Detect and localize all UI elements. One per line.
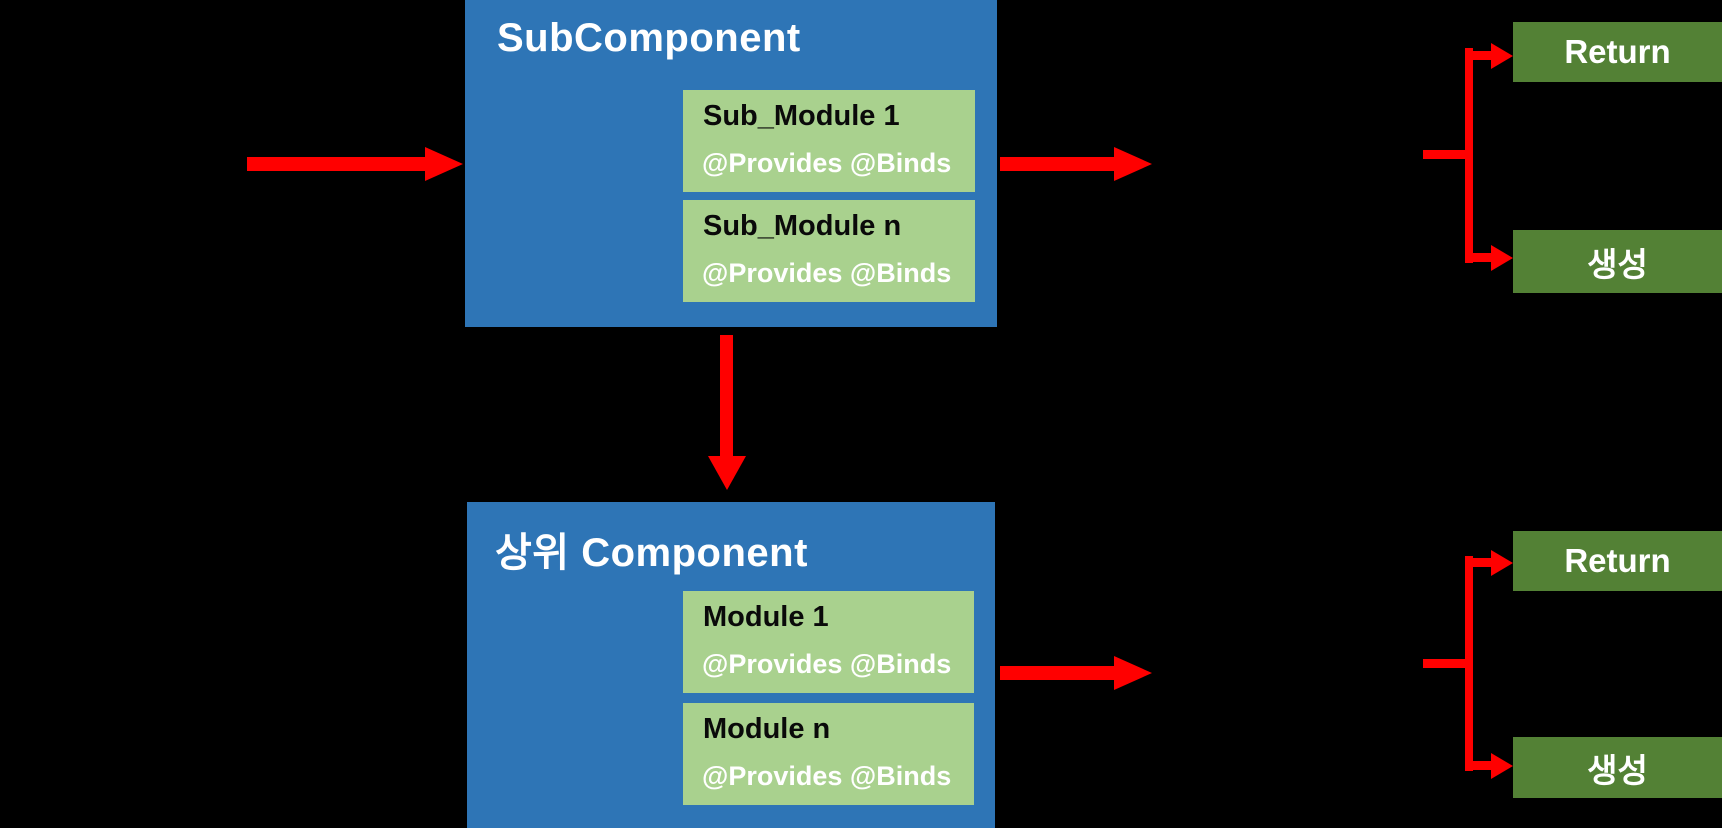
subcomponent-title: SubComponent [497,16,801,60]
bracket-stub [1423,659,1470,668]
arrow-head-right-icon [1491,245,1513,271]
subcomponent-return-box: Return [1513,22,1722,82]
sub-module-n-box: Sub_Module n @Provides @Binds [683,200,975,302]
parent-return-box: Return [1513,531,1722,591]
bracket-vertical [1465,556,1473,771]
arrow-shaft [720,335,733,458]
module-n-box: Module n @Provides @Binds [683,703,974,805]
arrow-shaft [247,157,425,171]
parent-component-box: 상위 Component Module 1 @Provides @Binds M… [467,502,995,828]
arrow-head-right-icon [425,147,463,181]
bracket-branch-bottom [1465,761,1493,770]
arrow-head-right-icon [1491,43,1513,69]
module-1-name: Module 1 [703,601,829,633]
bracket-vertical [1465,48,1473,263]
bracket-branch-top [1465,51,1493,60]
sub-module-1-annotations: @Provides @Binds [702,148,952,178]
subcomponent-create-box: 생성 [1513,230,1722,293]
module-1-box: Module 1 @Provides @Binds [683,591,974,693]
parent-component-title: 상위 Component [495,531,808,575]
arrow-shaft [1000,157,1114,171]
arrow-head-right-icon [1114,656,1152,690]
bracket-branch-bottom [1465,253,1493,262]
bracket-branch-top [1465,558,1493,567]
arrow-head-right-icon [1491,753,1513,779]
arrow-shaft [1000,666,1114,680]
parent-return-label: Return [1564,542,1671,579]
module-n-annotations: @Provides @Binds [702,761,952,791]
sub-module-n-name: Sub_Module n [703,210,902,242]
subcomponent-box: SubComponent Sub_Module 1 @Provides @Bin… [465,0,997,327]
arrow-head-right-icon [1491,550,1513,576]
arrow-head-right-icon [1114,147,1152,181]
bracket-stub [1423,150,1470,159]
sub-module-n-annotations: @Provides @Binds [702,258,952,288]
subcomponent-return-label: Return [1564,33,1671,70]
parent-create-box: 생성 [1513,737,1722,798]
arrow-head-down-icon [708,456,746,490]
module-n-name: Module n [703,713,831,745]
sub-module-1-box: Sub_Module 1 @Provides @Binds [683,90,975,192]
subcomponent-create-label: 생성 [1587,245,1648,283]
module-1-annotations: @Provides @Binds [702,649,952,679]
sub-module-1-name: Sub_Module 1 [703,100,900,132]
parent-create-label: 생성 [1587,751,1648,789]
